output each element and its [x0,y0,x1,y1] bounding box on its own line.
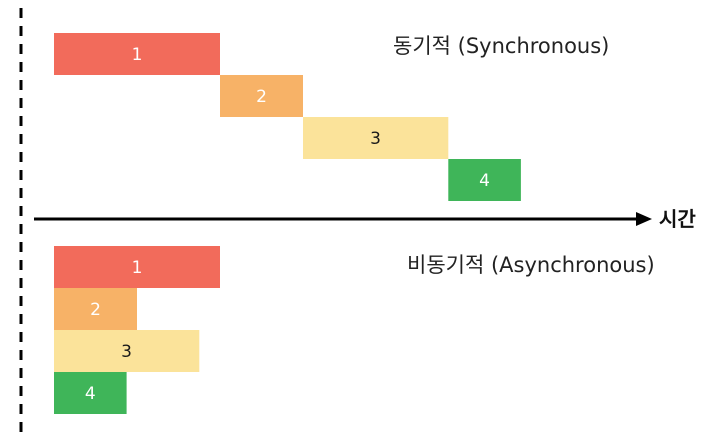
sync-task-bar-2 [220,75,303,117]
async-task-bar-3 [54,330,200,372]
sync-task-bar-3 [303,117,449,159]
sync-task-bar-4 [448,159,521,201]
sync-task-group: 1 2 3 4 [54,33,521,201]
async-task-bar-4 [54,372,127,414]
sync-title: 동기적 (Synchronous) [393,34,609,58]
async-task-group: 1 2 3 4 [54,246,220,414]
async-task-label-2: 2 [90,300,101,320]
async-task-label-3: 3 [121,342,132,362]
sync-task-label-1: 1 [132,45,143,65]
async-task-bar-1 [54,246,220,288]
time-axis-arrowhead [636,212,652,226]
time-axis-label: 시간 [659,207,696,231]
sync-task-label-4: 4 [479,171,490,191]
async-task-bar-2 [54,288,137,330]
sync-task-bar-1 [54,33,220,75]
sync-task-label-2: 2 [256,87,267,107]
async-task-label-4: 4 [85,384,96,404]
sync-task-label-3: 3 [370,129,381,149]
async-task-label-1: 1 [132,258,143,278]
async-title: 비동기적 (Asynchronous) [407,253,655,277]
